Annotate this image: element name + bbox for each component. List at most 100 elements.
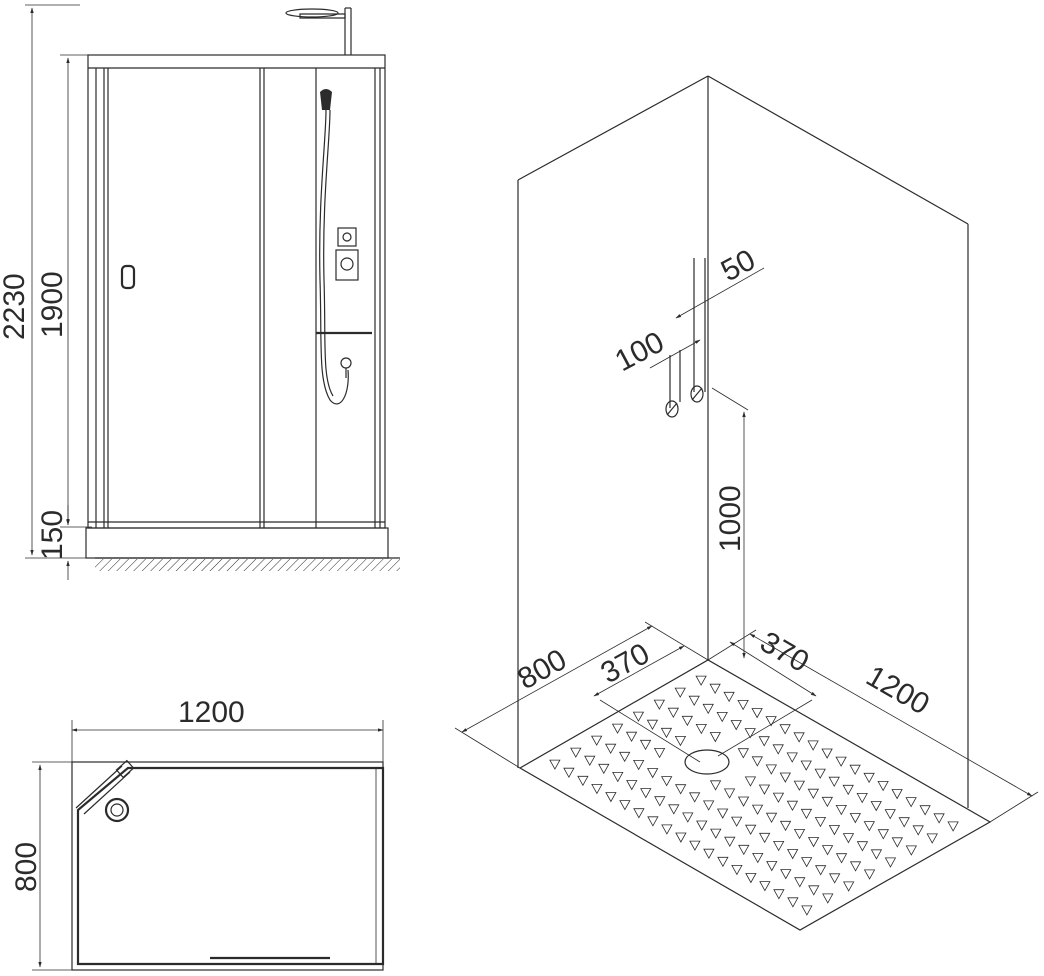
anti-slip-triangle [807, 788, 820, 800]
anti-slip-triangle [766, 861, 778, 872]
anti-slip-triangle [730, 720, 742, 731]
anti-slip-triangle [828, 873, 841, 884]
anti-slip-triangle [653, 748, 666, 759]
anti-slip-triangle [639, 739, 652, 751]
dim-drain-offset-left: 370 [595, 637, 655, 690]
shower-tray [85, 527, 389, 559]
rain-shower-head-icon [285, 7, 352, 55]
anti-slip-triangle [821, 796, 834, 808]
drain-outlet-icon [684, 749, 730, 775]
front-dimension-lines [25, 4, 92, 580]
iso-dimension-lines [454, 258, 1039, 823]
anti-slip-triangle [800, 760, 812, 771]
anti-slip-triangle [856, 841, 869, 852]
anti-slip-triangle [738, 844, 750, 856]
anti-slip-triangle [674, 687, 686, 698]
anti-slip-triangle [661, 824, 673, 835]
anti-slip-triangle [640, 788, 652, 799]
anti-slip-triangle [884, 857, 897, 868]
dim-pipe-spacing: 50 [716, 243, 761, 288]
anti-slip-triangle [688, 695, 700, 707]
anti-slip-triangle [653, 699, 666, 710]
anti-slip-triangle [745, 873, 757, 884]
anti-slip-triangle [835, 756, 847, 767]
anti-slip-triangle [765, 764, 778, 775]
dim-tray-height: 150 [36, 510, 69, 560]
anti-slip-triangle [570, 747, 582, 758]
anti-slip-triangle [625, 731, 638, 743]
hand-shower-icon [319, 89, 349, 405]
dim-total-height: 2230 [0, 273, 31, 340]
anti-slip-triangle [849, 764, 861, 776]
anti-slip-triangle [605, 792, 617, 803]
dim-outlet-height: 1000 [714, 485, 747, 552]
anti-slip-triangle [772, 792, 785, 803]
anti-slip-triangle [821, 748, 833, 759]
anti-slip-triangle [744, 728, 756, 739]
top-view: 1200 800 [10, 696, 385, 971]
anti-slip-triangle [654, 796, 666, 807]
anti-slip-triangle [675, 832, 687, 843]
anti-slip-triangle [632, 760, 645, 771]
anti-slip-triangle [598, 763, 610, 775]
anti-slip-triangle [668, 804, 680, 815]
cabin-outline [76, 766, 385, 966]
anti-slip-triangle [737, 748, 750, 759]
anti-slip-triangle [577, 775, 589, 787]
anti-slip-triangle [723, 691, 735, 703]
anti-slip-triangle [689, 840, 701, 851]
anti-slip-triangle [863, 869, 876, 880]
front-view: 2230 1900 150 [0, 4, 400, 580]
anti-slip-triangle [681, 715, 694, 727]
anti-slip-triangle [822, 893, 834, 904]
anti-slip-triangle [800, 808, 813, 820]
anti-slip-triangle [947, 821, 959, 832]
anti-slip-triangle [772, 841, 785, 852]
anti-slip-triangle [759, 881, 771, 892]
anti-slip-triangle [786, 800, 799, 812]
anti-slip-triangle [716, 712, 728, 723]
anti-slip-triangle [612, 772, 624, 783]
dim-cabin-height: 1900 [36, 271, 69, 338]
dim-iso-width: 1200 [861, 659, 935, 721]
anti-slip-triangle [870, 801, 882, 812]
anti-slip-triangle [842, 881, 855, 892]
anti-slip-triangle [765, 812, 778, 824]
anti-slip-triangle [737, 700, 749, 711]
anti-slip-triangle [709, 683, 721, 695]
anti-slip-triangle [758, 832, 771, 844]
anti-slip-triangle [835, 853, 848, 864]
isometric-view: 50 100 1000 800 370 370 1200 [454, 75, 1039, 931]
anti-slip-triangle [717, 856, 729, 868]
anti-slip-triangle [702, 800, 715, 811]
anti-slip-triangle [674, 736, 687, 747]
anti-slip-triangle [814, 768, 826, 779]
anti-slip-triangle [807, 740, 819, 751]
door-handle [120, 264, 136, 290]
anti-slip-triangle [786, 849, 799, 860]
anti-slip-triangle [696, 820, 708, 831]
anti-slip-triangle [842, 833, 855, 844]
anti-slip-triangle [682, 812, 694, 823]
anti-slip-triangle [688, 792, 701, 803]
anti-slip-triangle [744, 824, 757, 836]
anti-slip-triangle [807, 837, 820, 848]
anti-slip-triangle [751, 708, 763, 719]
anti-slip-triangle [877, 829, 890, 840]
anti-slip-triangle [926, 833, 938, 844]
anti-slip-triangle [632, 711, 645, 722]
anti-slip-triangle [877, 781, 889, 792]
anti-slip-triangle [772, 744, 784, 755]
anti-slip-triangle [710, 828, 722, 839]
anti-slip-triangle [863, 772, 875, 784]
floor-hatch [95, 559, 400, 571]
hot-water-outlet-icon [665, 400, 679, 418]
anti-slip-triangle [898, 817, 910, 828]
anti-slip-triangle [646, 719, 659, 731]
anti-slip-triangle [563, 767, 575, 779]
anti-slip-triangle [821, 845, 834, 856]
anti-slip-triangle [891, 837, 904, 848]
anti-slip-triangle [709, 732, 722, 743]
anti-slip-triangle [590, 735, 603, 746]
anti-slip-triangle [591, 784, 603, 795]
